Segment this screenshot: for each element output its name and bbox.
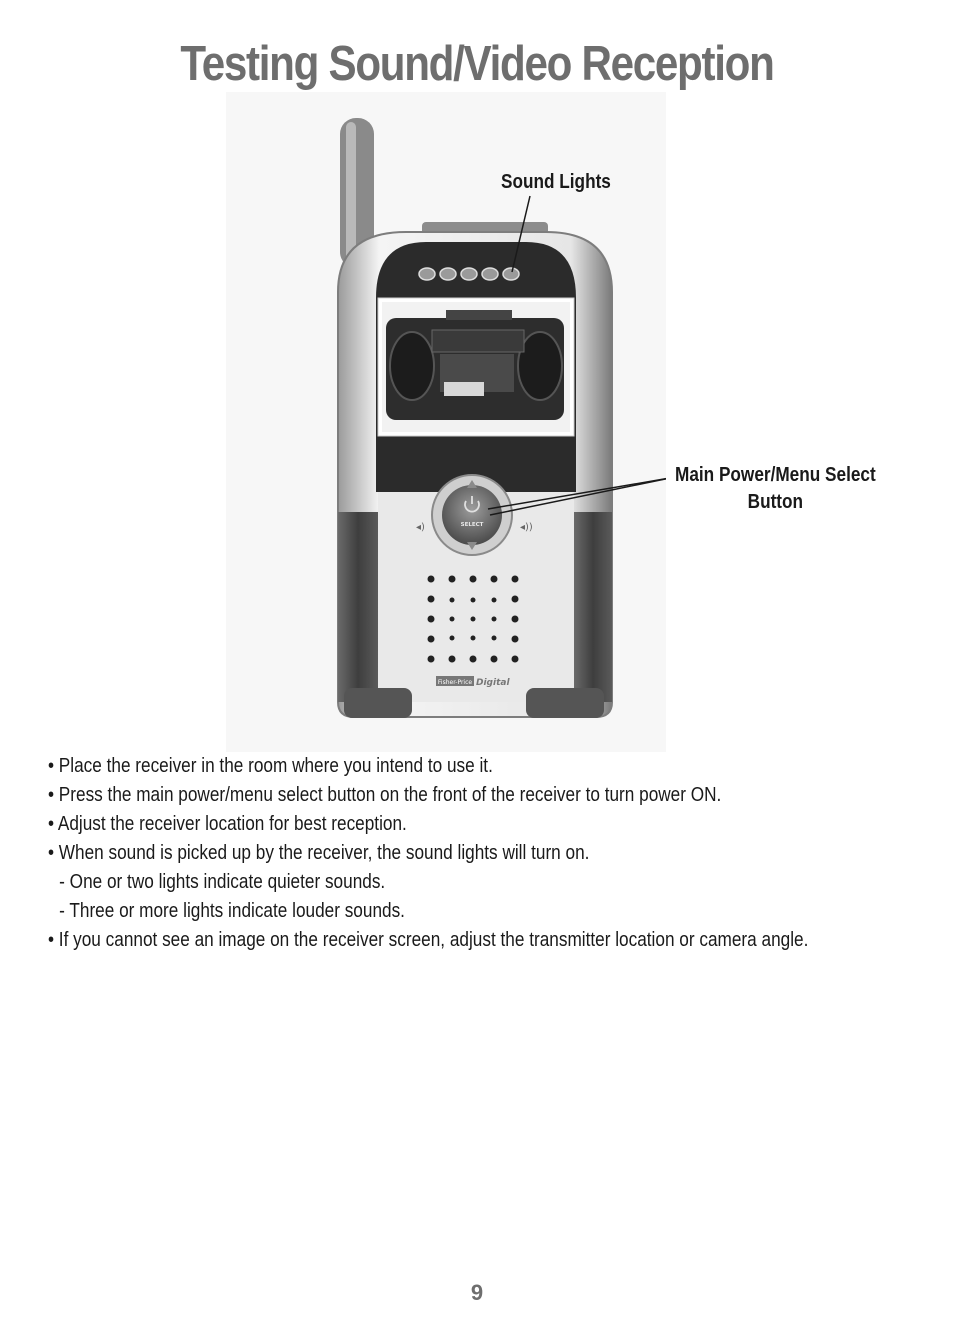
power-button-leader-line bbox=[487, 477, 666, 510]
instruction-subitem: - One or two lights indicate quieter sou… bbox=[59, 871, 386, 893]
power-icon bbox=[464, 496, 480, 513]
instruction-item: • Place the receiver in the room where y… bbox=[48, 755, 493, 777]
instruction-list: • Place the receiver in the room where y… bbox=[48, 752, 948, 955]
sound-lights bbox=[418, 267, 520, 281]
main-power-label-line2: Button bbox=[747, 491, 804, 513]
receiver-illustration: ◂) ◂)) SELECT Fisher-Price Digita bbox=[226, 92, 666, 752]
brand-name: Fisher-Price bbox=[438, 679, 472, 686]
page-number: 9 bbox=[470, 1280, 484, 1305]
sound-lights-leader-line bbox=[511, 195, 531, 273]
receiver-drawing: ◂) ◂)) SELECT Fisher-Price Digita bbox=[226, 92, 666, 752]
page-title: Testing Sound/Video Reception bbox=[180, 37, 774, 91]
volume-up-icon: ◂)) bbox=[520, 522, 533, 533]
power-button-leader-line-2 bbox=[489, 478, 666, 516]
instruction-subitem: - Three or more lights indicate louder s… bbox=[59, 900, 405, 922]
receiver-screen bbox=[377, 297, 575, 437]
instruction-item: • Adjust the receiver location for best … bbox=[48, 813, 407, 835]
instruction-item: • Press the main power/menu select butto… bbox=[48, 784, 722, 806]
main-power-label-line1: Main Power/Menu Select bbox=[675, 464, 876, 486]
brand-sub: Digital bbox=[476, 678, 510, 688]
sound-lights-label: Sound Lights bbox=[501, 171, 611, 193]
volume-down-icon: ◂) bbox=[416, 522, 425, 533]
instruction-item: • If you cannot see an image on the rece… bbox=[48, 929, 809, 951]
select-label: SELECT bbox=[461, 522, 484, 528]
brand-logo: Fisher-Price Digital bbox=[436, 676, 510, 688]
speaker-grille bbox=[427, 575, 519, 663]
instruction-item: • When sound is picked up by the receive… bbox=[48, 842, 590, 864]
antenna bbox=[340, 118, 374, 268]
main-power-label: Main Power/Menu Select Button bbox=[675, 462, 876, 516]
main-power-select-button[interactable]: SELECT bbox=[431, 474, 513, 556]
